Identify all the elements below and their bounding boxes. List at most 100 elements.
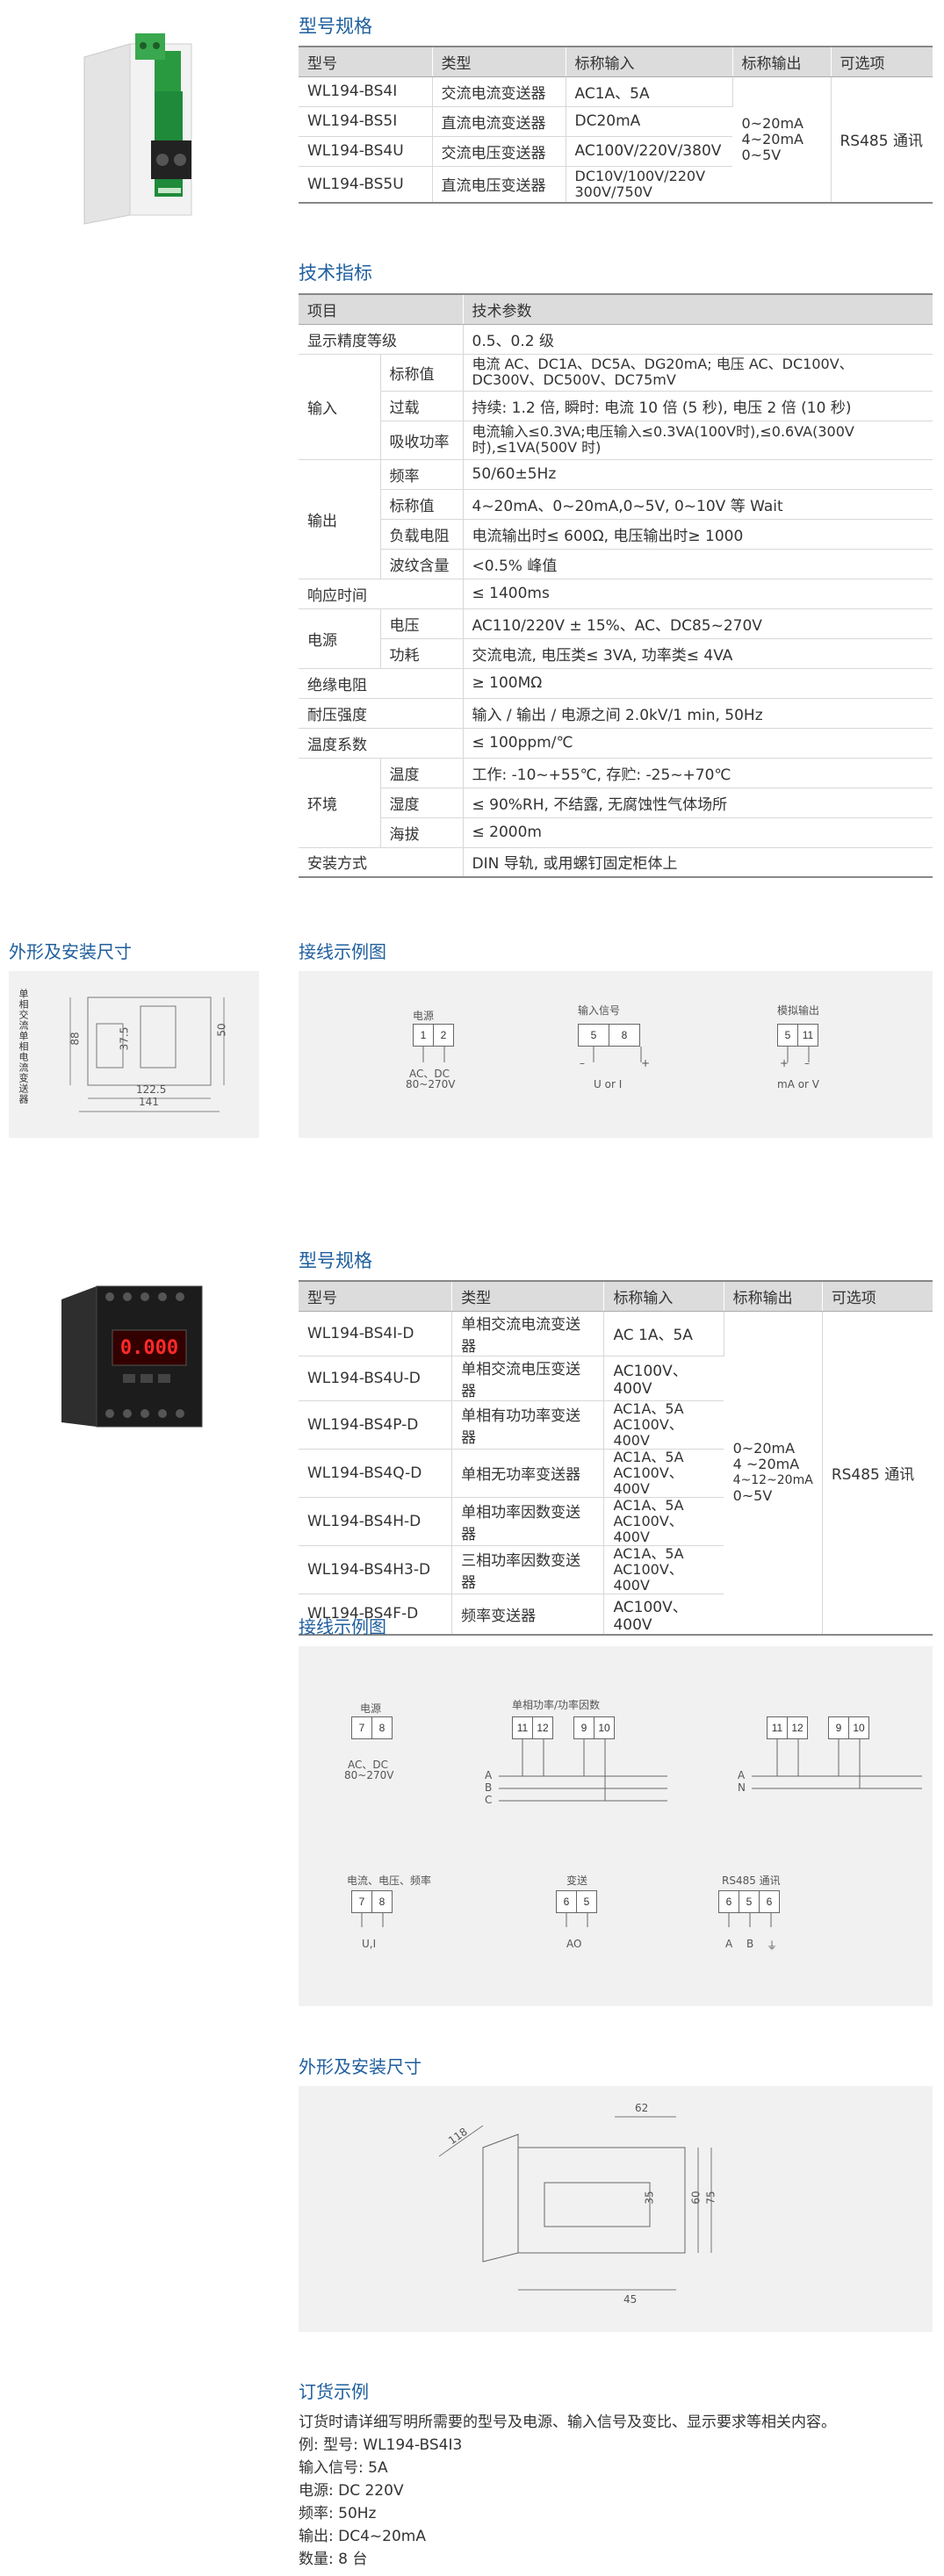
dimension-drawing-panel: 单相交流单相电流变送器 122.5 141 37.5 88 50: [9, 971, 259, 1138]
order-text: 订货时请详细写明所需要的型号及电源、输入信号及变比、显示要求等相关内容。: [299, 2414, 836, 2431]
analog-plus: +: [780, 1057, 789, 1069]
row-value: 电流输出时≤ 600Ω, 电压输出时≥ 1000: [463, 519, 933, 550]
row-value: ≤ 90%RH, 不结露, 无腐蚀性气体场所: [463, 788, 933, 818]
row-value: 电流 AC、DC1A、DC5A、DG20mA; 电压 AC、DC100V、DC3…: [463, 354, 933, 392]
column-header: 类型: [451, 1280, 605, 1312]
type-cell: 单相交流电压变送器: [451, 1356, 605, 1401]
table-row: 吸收功率 电流输入≤0.3VA;电压输入≤0.3VA(100V时),≤0.6VA…: [299, 421, 933, 460]
type-cell: 单相无功率变送器: [451, 1449, 605, 1498]
input-minus: –: [580, 1057, 585, 1069]
column-header: 标称输入: [566, 46, 733, 77]
dimension-label: 45: [623, 2293, 638, 2306]
ground-icon: ⏚: [767, 1939, 778, 1952]
transmitter-device-image: [77, 26, 209, 228]
wiring-lines: [422, 1047, 810, 1062]
group-label: 输出: [299, 459, 381, 579]
input-cell: AC1A、5A AC100V、400V: [603, 1449, 724, 1498]
dimension-label: 62: [635, 2102, 649, 2114]
section-title-dimensions: 外形及安装尺寸: [9, 941, 132, 962]
row-label: 绝缘电阻: [299, 668, 464, 699]
order-text: 电源: DC 220V: [299, 2482, 404, 2500]
phase-label: A: [738, 1769, 746, 1781]
power-spec: AC、DC: [348, 1759, 388, 1771]
table-row: WL194-BS4H3-D 三相功率因数变送器 AC1A、5A AC100V、4…: [299, 1545, 933, 1594]
row-label: 负载电阻: [380, 519, 464, 550]
rs485-label: RS485 通讯: [722, 1874, 781, 1887]
table-row: 海拔 ≤ 2000m: [299, 817, 933, 848]
type-cell: 直流电流变送器: [432, 106, 566, 137]
table-row: 环境 温度 工作: -10~+55℃, 存贮: -25~+70℃: [299, 758, 933, 848]
type-cell: 单相功率因数变送器: [451, 1497, 605, 1546]
table-row: 耐压强度 输入 / 输出 / 电源之间 2.0kV/1 min, 50Hz: [299, 698, 933, 729]
row-value: 电流输入≤0.3VA;电压输入≤0.3VA(100V时),≤0.6VA(300V…: [463, 421, 933, 460]
input-cell: DC20mA: [566, 106, 732, 137]
section-title-wiring-2: 接线示例图: [299, 1616, 386, 1637]
group-label: 电源: [299, 608, 381, 669]
type-cell: 交流电压变送器: [432, 136, 566, 167]
table-row: WL194-BS5U 直流电压变送器 DC10V/100V/220V 300V/…: [299, 166, 933, 204]
row-value: 工作: -10~+55℃, 存贮: -25~+70℃: [463, 758, 933, 788]
dimension-drawing: [69, 997, 225, 1112]
phase-label: A: [485, 1769, 493, 1781]
column-header: 类型: [432, 46, 566, 77]
input-cell: AC1A、5A: [566, 76, 733, 107]
order-text: 输出: DC4~20mA: [299, 2528, 426, 2545]
input-cell: AC1A、5A AC100V、400V: [603, 1400, 724, 1450]
power-voltage: 80~270V: [406, 1078, 456, 1090]
input-cell: AC100V/220V/380V: [566, 136, 732, 167]
type-cell: 直流电压变送器: [432, 166, 566, 204]
table-row: 湿度 ≤ 90%RH, 不结露, 无腐蚀性气体场所: [299, 788, 933, 818]
section-title-dimensions-2: 外形及安装尺寸: [299, 2056, 422, 2077]
model-cell: WL194-BS4U-D: [299, 1356, 453, 1401]
type-cell: 频率变送器: [451, 1594, 605, 1636]
model-cell: WL194-BS4I: [299, 76, 433, 107]
table-row: 电源 电压 AC110/220V ± 15%、AC、DC85~270V: [299, 608, 933, 669]
table-row: 响应时间 ≤ 1400ms: [299, 579, 933, 609]
wiring-lines-2: [361, 1739, 922, 1927]
row-value: AC110/220V ± 15%、AC、DC85~270V: [463, 608, 933, 639]
type-cell: 三相功率因数变送器: [451, 1545, 605, 1594]
row-value: DIN 导轨, 或用螺钉固定柜体上: [463, 847, 933, 878]
dimension-label: 122.5: [136, 1083, 167, 1096]
order-text: 频率: 50Hz: [299, 2505, 377, 2522]
dimension-label: 35: [643, 2191, 656, 2205]
row-label: 标称值: [380, 489, 464, 520]
row-value: ≤ 100ppm/℃: [463, 728, 933, 759]
table-row: 波纹含量 <0.5% 峰值: [299, 549, 933, 579]
input-cell: AC1A、5A AC100V、400V: [603, 1497, 724, 1546]
dimension-label: 60: [689, 2191, 703, 2205]
row-label: 波纹含量: [380, 549, 464, 579]
column-header: 型号: [299, 1280, 453, 1312]
row-label: 温度: [380, 758, 464, 788]
column-header: 项目: [299, 293, 464, 325]
tech-spec-table: 项目 技术参数 显示精度等级 0.5、0.2 级 输入 标称值 电流 AC、DC…: [299, 293, 933, 878]
model-cell: WL194-BS5I: [299, 106, 433, 137]
option-cell: RS485 通讯: [822, 1311, 933, 1636]
table-row: 显示精度等级 0.5、0.2 级: [299, 324, 933, 355]
input-signal-label: 输入信号: [578, 1004, 621, 1017]
order-text: 数量: 8 台: [299, 2551, 368, 2568]
order-text: 输入信号: 5A: [299, 2459, 388, 2477]
power-label: 电源: [360, 1702, 382, 1715]
type-cell: 单相有功功率变送器: [451, 1400, 605, 1450]
dimension-label: 50: [215, 1023, 228, 1037]
row-value: 交流电流, 电压类≤ 3VA, 功率类≤ 4VA: [463, 638, 933, 669]
row-label: 显示精度等级: [299, 324, 464, 355]
row-label: 温度系数: [299, 728, 464, 759]
phase-label: N: [738, 1781, 746, 1794]
type-cell: 交流电流变送器: [432, 76, 566, 107]
table-row: 输出 频率 50/60±5Hz: [299, 459, 933, 579]
row-value: ≤ 2000m: [463, 817, 933, 848]
table-row: 输入 标称值 电流 AC、DC1A、DC5A、DG20mA; 电压 AC、DC1…: [299, 354, 933, 460]
row-value: ≥ 100MΩ: [463, 668, 933, 699]
table-row: 标称值 4~20mA、0~20mA,0~5V, 0~10V 等 Wait: [299, 489, 933, 520]
section-title-wiring: 接线示例图: [299, 941, 386, 962]
